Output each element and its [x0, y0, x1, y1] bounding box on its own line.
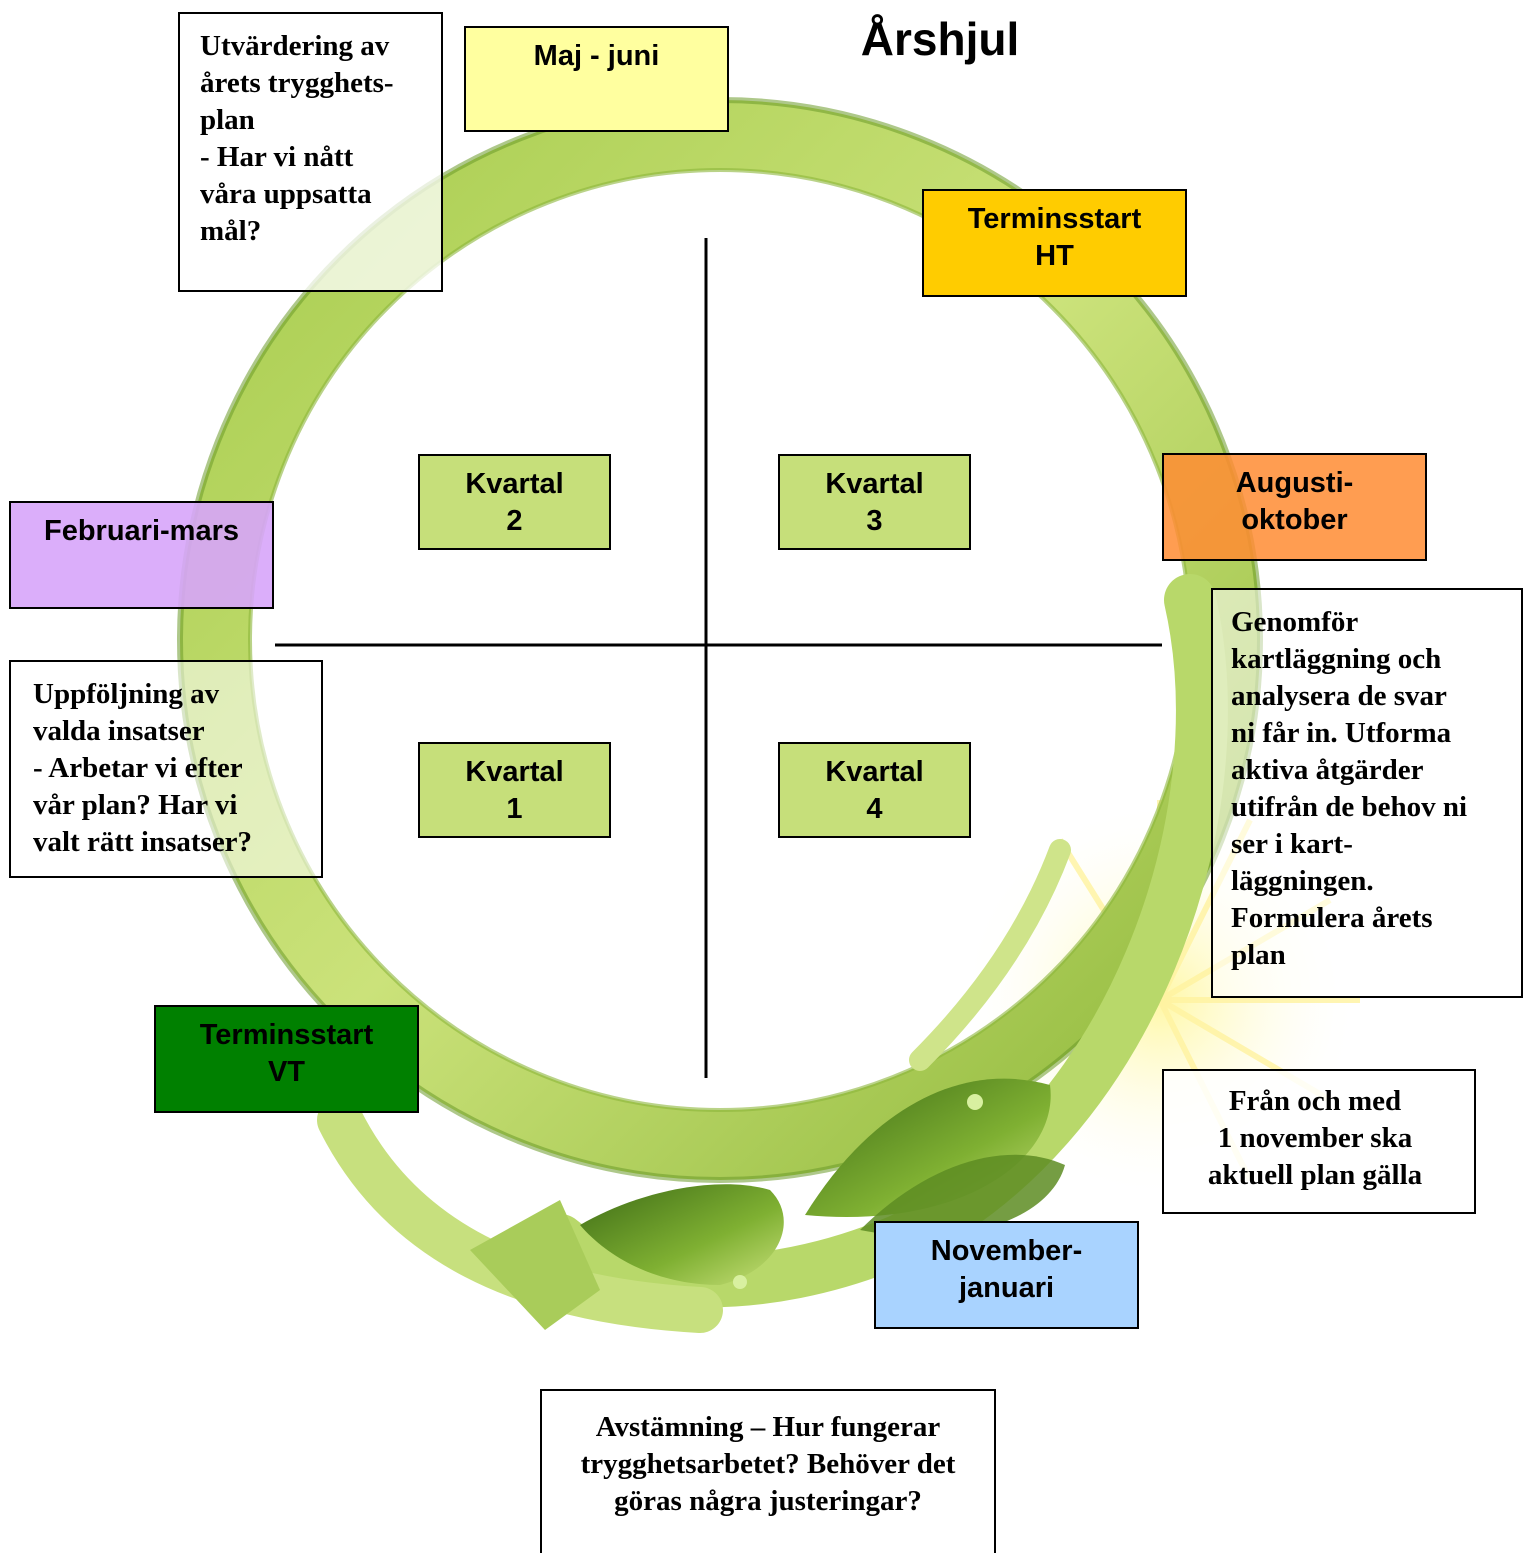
note-fran-och-med: Från och med 1 november ska aktuell plan…: [1162, 1069, 1476, 1214]
note-uppfoljning: Uppföljning av valda insatser - Arbetar …: [9, 660, 323, 878]
period-terminsstart-ht: Terminsstart HT: [922, 189, 1187, 297]
page-title: Årshjul: [860, 13, 1020, 65]
quarter-3: Kvartal 3: [778, 454, 971, 550]
period-februari-mars: Februari-mars: [9, 501, 274, 609]
leaves: [580, 1078, 1065, 1289]
quarter-1: Kvartal 1: [418, 742, 611, 838]
quadrant-lines: [275, 238, 1162, 1078]
period-terminsstart-vt: Terminsstart VT: [154, 1005, 419, 1113]
note-genomfor: Genomför kartläggning och analysera de s…: [1211, 588, 1523, 998]
period-november-januari: November- januari: [874, 1221, 1139, 1329]
quarter-4: Kvartal 4: [778, 742, 971, 838]
period-maj-juni: Maj - juni: [464, 26, 729, 132]
note-utvardering: Utvärdering av årets trygghets- plan - H…: [178, 12, 443, 292]
quarter-2: Kvartal 2: [418, 454, 611, 550]
period-augusti-oktober: Augusti- oktober: [1162, 453, 1427, 561]
note-avstamning: Avstämning – Hur fungerar trygghetsarbet…: [540, 1389, 996, 1553]
